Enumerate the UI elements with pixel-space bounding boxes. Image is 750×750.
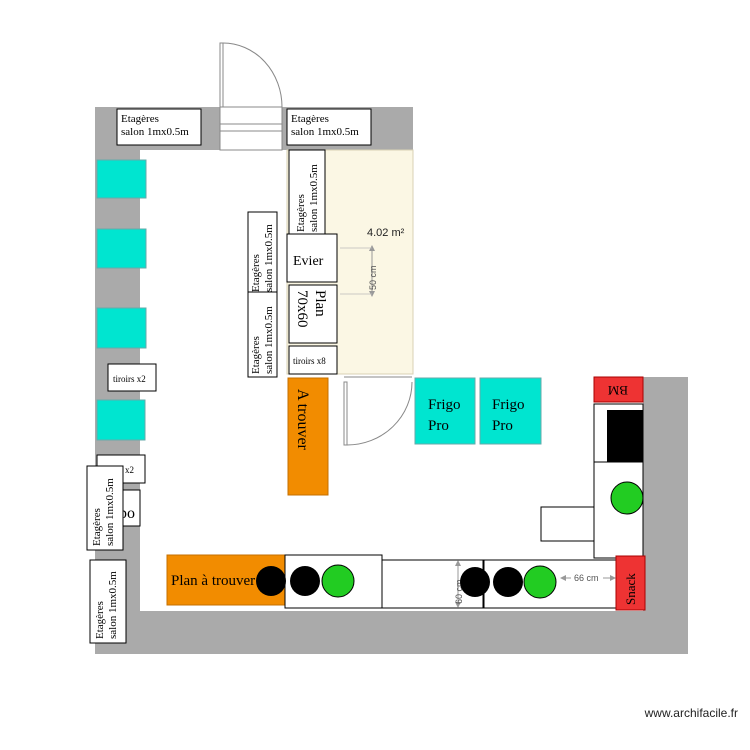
svg-text:Plan: Plan [312,290,328,317]
svg-text:Etagères: Etagères [291,113,329,125]
svg-text:Etagères: Etagères [94,601,106,639]
green-burner-1[interactable] [321,564,355,598]
svg-text:salon 1mx0.5m: salon 1mx0.5m [121,126,189,138]
black-burner-4[interactable] [493,567,523,597]
svg-text:Plan à trouver: Plan à trouver [171,573,255,589]
green-burner-right[interactable] [610,481,644,515]
svg-text:60 cm: 60 cm [454,579,464,604]
green-burner-2[interactable] [523,565,557,599]
room-area: 4.02 m² [367,227,405,239]
svg-text:50 cm: 50 cm [368,265,378,290]
svg-text:x2: x2 [125,465,134,475]
svg-text:Frigo: Frigo [428,397,461,413]
svg-text:salon 1mx0.5m: salon 1mx0.5m [291,126,359,138]
black-burner-2[interactable] [290,566,320,596]
svg-text:salon 1mx0.5m: salon 1mx0.5m [104,478,116,546]
cyan-stool-1[interactable] [96,159,147,199]
a-trouver-unit[interactable]: A trouver [287,377,329,496]
svg-text:70x60: 70x60 [294,290,310,328]
svg-text:Etagères: Etagères [121,113,159,125]
shelf-kitchen-vertical[interactable]: Etagères salon 1mx0.5m [288,149,326,235]
frigo-pro-2[interactable]: Frigo Pro [479,377,542,445]
svg-text:Etagères: Etagères [250,336,262,374]
svg-text:Evier: Evier [293,254,324,269]
svg-text:Etagères: Etagères [250,254,262,292]
svg-text:tiroirs x8: tiroirs x8 [293,356,326,366]
drawers-x8[interactable]: tiroirs x8 [288,345,338,375]
svg-text:salon 1mx0.5m: salon 1mx0.5m [308,164,320,232]
shelf-left-mid[interactable]: Etagères salon 1mx0.5m [86,465,124,551]
svg-text:salon 1mx0.5m: salon 1mx0.5m [263,306,275,374]
black-burner-1[interactable] [256,566,286,596]
svg-text:Etagères: Etagères [295,194,307,232]
shelf-center-lower[interactable]: Etagères salon 1mx0.5m [247,291,278,378]
frigo-pro-1[interactable]: Frigo Pro [414,377,476,445]
dimension-66cm: 66 cm [560,571,616,583]
snack-unit[interactable]: Snack [615,555,646,611]
shelf-left-bottom[interactable]: Etagères salon 1mx0.5m [89,559,127,644]
svg-text:66 cm: 66 cm [574,573,599,583]
svg-text:Snack: Snack [623,573,638,605]
svg-text:Pro: Pro [492,418,513,434]
cyan-stool-2[interactable] [96,228,147,269]
svg-text:Frigo: Frigo [492,397,525,413]
counter-70x60[interactable]: Plan 70x60 [288,284,338,344]
archifacile-credit[interactable]: www.archifacile.fr [644,706,738,720]
dimension-50cm: 50 cm [340,245,378,297]
svg-text:salon 1mx0.5m: salon 1mx0.5m [107,571,119,639]
svg-text:Pro: Pro [428,418,449,434]
dimension-60cm: 60 cm [454,560,464,608]
door-inner[interactable] [343,376,413,446]
black-burner-3[interactable] [460,567,490,597]
cyan-stool-4[interactable] [96,399,146,441]
svg-text:salon 1mx0.5m: salon 1mx0.5m [263,224,275,292]
drawers-x2-left[interactable]: tiroirs x2 [107,363,157,392]
door-top[interactable] [219,42,283,151]
cyan-stool-3[interactable] [96,307,147,349]
sink[interactable]: Evier [286,233,338,283]
svg-text:tiroirs x2: tiroirs x2 [113,374,146,384]
shelf-center-upper[interactable]: Etagères salon 1mx0.5m [247,211,278,297]
svg-text:BM: BM [607,383,628,398]
shelf-top-right[interactable]: Etagères salon 1mx0.5m [286,108,372,146]
right-small-box[interactable] [540,506,595,542]
svg-text:A trouver: A trouver [294,389,311,451]
bm-unit[interactable]: BM [593,376,644,403]
shelf-top-left[interactable]: Etagères salon 1mx0.5m [116,108,202,146]
svg-text:Etagères: Etagères [91,508,103,546]
